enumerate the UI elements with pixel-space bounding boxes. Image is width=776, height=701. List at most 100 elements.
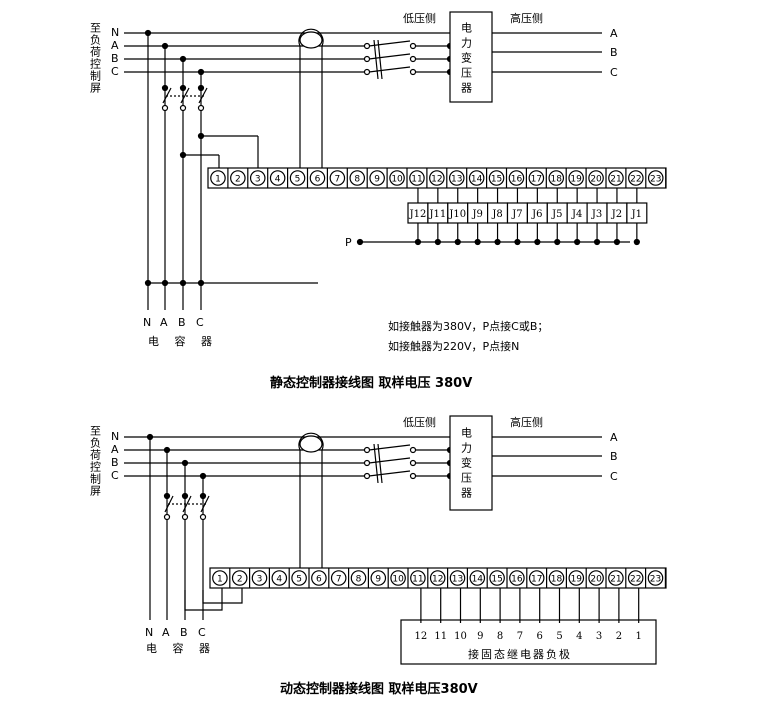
relay-number: 4 xyxy=(576,631,582,642)
terminal-circle xyxy=(468,170,485,186)
terminal-number: 19 xyxy=(570,175,582,185)
current-transformer xyxy=(298,28,324,168)
terminal-number: 1 xyxy=(217,575,223,585)
terminal-number: 18 xyxy=(551,175,563,185)
terminal-number: 1 xyxy=(215,175,221,185)
terminal-number: 23 xyxy=(650,175,661,185)
terminal-number: 17 xyxy=(531,575,542,585)
terminal-circle xyxy=(349,170,366,186)
relay-label: J2 xyxy=(611,209,622,220)
relay-label: J3 xyxy=(591,209,602,220)
terminal-number: 9 xyxy=(375,575,381,585)
high-side-label: 高压侧 xyxy=(510,415,543,429)
cap-phase-b: B xyxy=(180,626,188,639)
terminal-number: 3 xyxy=(255,175,261,185)
cap-phase-c: C xyxy=(198,626,206,639)
terminal-circle xyxy=(230,170,246,186)
side-label: 至负荷控制屏 xyxy=(89,425,102,497)
bus-label-a: A xyxy=(111,39,119,52)
terminal-circle xyxy=(251,570,268,586)
terminal-number: 3 xyxy=(257,575,263,585)
terminal-circle xyxy=(309,170,326,186)
terminal-circle xyxy=(448,170,465,186)
terminal-number: 14 xyxy=(471,175,483,185)
terminal-circle xyxy=(212,570,228,586)
terminal-circle xyxy=(409,170,425,186)
terminal-number: 22 xyxy=(630,175,641,185)
terminal-number: 9 xyxy=(374,175,380,185)
relay-label: J4 xyxy=(571,209,582,220)
relay-number: 7 xyxy=(517,631,523,642)
terminal-number: 7 xyxy=(336,575,342,585)
terminal-number: 13 xyxy=(452,575,463,585)
cap-label: 电 容 器 xyxy=(146,641,216,655)
bus-label-b: B xyxy=(111,456,119,469)
transformer-box xyxy=(449,11,493,103)
terminal-number: 6 xyxy=(316,575,322,585)
terminal-circle xyxy=(628,170,644,186)
transformer-label: 电力变压器 xyxy=(460,22,473,97)
terminal-number: 21 xyxy=(610,175,621,185)
terminal-number: 8 xyxy=(354,175,360,185)
transformer-box xyxy=(449,415,493,511)
terminal-circle xyxy=(568,170,584,186)
transformer-label: 电力变压器 xyxy=(460,427,473,502)
terminal-number: 10 xyxy=(392,575,404,585)
terminal-circle xyxy=(269,170,286,186)
terminal-number: 11 xyxy=(411,175,422,185)
low-side-label: 低压侧 xyxy=(403,12,436,25)
terminal-number: 16 xyxy=(511,175,523,185)
dynamic-controller-diagram: 至负荷控制屏 N A B C 电力变压器 低压侧 高压侧 A B C xyxy=(89,415,667,697)
cap-phase-a: A xyxy=(160,316,168,329)
static-title: 静态控制器接线图 取样电压 380V xyxy=(270,375,472,391)
cap-phase-n: N xyxy=(145,626,153,639)
hv-label-a: A xyxy=(610,431,618,444)
terminal-circle xyxy=(289,170,306,186)
terminal-number: 16 xyxy=(511,575,523,585)
terminal-number: 11 xyxy=(412,575,423,585)
terminal-circle xyxy=(210,170,226,186)
relay-number: 12 xyxy=(415,631,428,642)
terminal-circle xyxy=(329,170,346,186)
low-side-label: 低压侧 xyxy=(403,416,436,429)
terminal-number: 2 xyxy=(235,175,241,185)
bus-label-c: C xyxy=(111,65,119,78)
terminal-circle xyxy=(429,570,446,586)
terminal-circle xyxy=(647,170,664,186)
hv-label-c: C xyxy=(610,66,618,79)
terminal-circle xyxy=(311,570,327,586)
hv-label-b: B xyxy=(610,46,618,59)
terminal-circle xyxy=(588,170,604,186)
terminal-number: 19 xyxy=(571,575,583,585)
terminal-circle xyxy=(369,170,385,186)
p-label: P xyxy=(345,236,352,249)
relay-number: 9 xyxy=(477,631,483,642)
terminal-circle xyxy=(469,570,486,586)
relay-number: 3 xyxy=(596,631,602,642)
terminal-number: 12 xyxy=(431,175,442,185)
bus-label-a: A xyxy=(111,443,119,456)
terminal-number: 4 xyxy=(275,175,281,185)
terminal-number: 22 xyxy=(630,575,641,585)
terminal-circle xyxy=(608,170,624,186)
terminal-circle xyxy=(528,170,545,186)
junction-dot xyxy=(633,238,640,246)
relay-label: J9 xyxy=(471,209,482,220)
cap-phase-b: B xyxy=(178,316,186,329)
bus-label-n: N xyxy=(111,430,119,443)
breaker-switch xyxy=(363,39,454,80)
note-2: 如接触器为220V，P点接N xyxy=(388,339,519,353)
terminal-number: 23 xyxy=(650,575,661,585)
note-1: 如接触器为380V，P点接C或B； xyxy=(388,319,548,333)
relay-label: J5 xyxy=(551,209,562,220)
terminal-circle xyxy=(249,170,266,186)
terminal-circle xyxy=(548,570,565,586)
bus-label-n: N xyxy=(111,26,119,39)
terminal-number: 14 xyxy=(472,575,484,585)
board-label: 接固态继电器负极 xyxy=(468,647,572,661)
terminal-circle xyxy=(330,570,347,586)
terminal-number: 20 xyxy=(590,175,602,185)
breaker-switch xyxy=(363,443,454,484)
